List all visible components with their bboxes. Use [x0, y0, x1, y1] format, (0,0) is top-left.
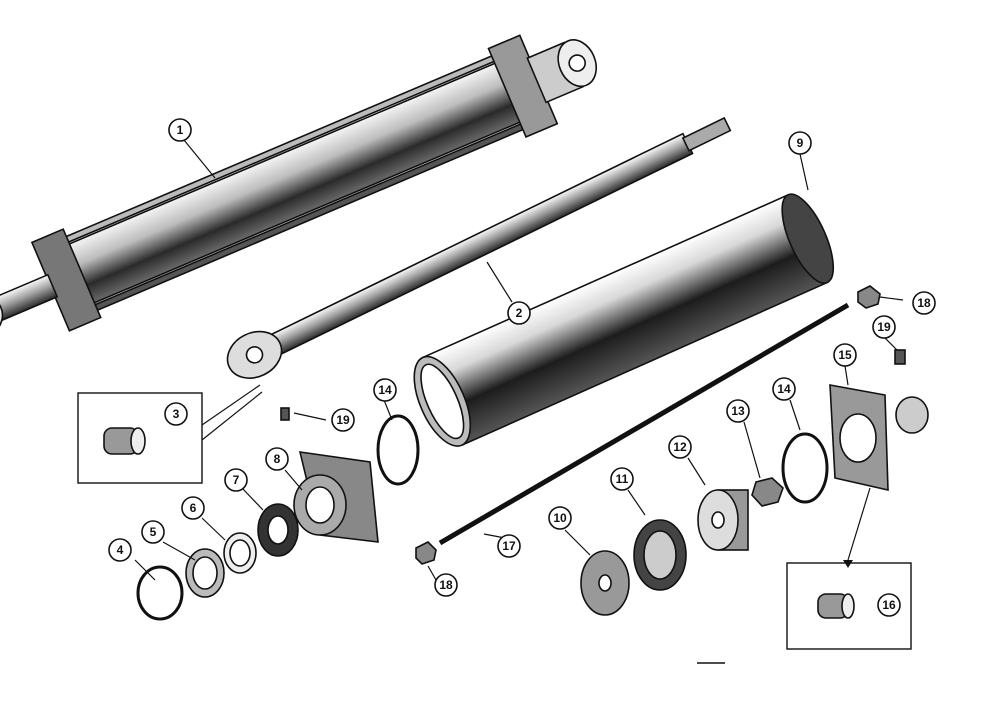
svg-text:18: 18	[917, 296, 931, 310]
svg-text:2: 2	[516, 306, 523, 320]
svg-text:8: 8	[274, 452, 281, 466]
callout-10: 10	[548, 506, 572, 530]
svg-text:3: 3	[173, 407, 180, 421]
callout-6: 6	[181, 496, 205, 520]
bushing-detail-box	[77, 392, 203, 484]
svg-text:17: 17	[502, 539, 516, 553]
piston-nut	[751, 477, 784, 507]
callout-4: 4	[108, 538, 132, 562]
piston-rod	[226, 116, 732, 379]
svg-text:9: 9	[797, 136, 804, 150]
svg-text:7: 7	[233, 473, 240, 487]
grease-fitting-left	[280, 407, 290, 421]
svg-text:12: 12	[673, 440, 687, 454]
svg-text:15: 15	[838, 348, 852, 362]
callout-18-bottom: 18	[434, 573, 458, 597]
svg-text:4: 4	[117, 543, 124, 557]
callout-8: 8	[265, 447, 289, 471]
callout-14-left: 14	[373, 378, 397, 402]
snap-ring	[136, 565, 184, 621]
svg-text:14: 14	[378, 383, 392, 397]
grease-fitting-right	[894, 349, 906, 365]
callout-5: 5	[141, 520, 165, 544]
svg-text:14: 14	[777, 382, 791, 396]
assembled-cylinder	[0, 34, 598, 342]
svg-text:5: 5	[150, 525, 157, 539]
svg-text:19: 19	[877, 320, 891, 334]
callout-18-top: 18	[912, 291, 936, 315]
svg-text:6: 6	[190, 501, 197, 515]
callout-15: 15	[833, 343, 857, 367]
rod-end-head	[293, 451, 379, 543]
tie-rod-nut-bottom	[415, 541, 437, 565]
callout-9: 9	[788, 131, 812, 155]
rod-seal	[257, 503, 299, 557]
svg-text:11: 11	[616, 472, 629, 486]
piston-washer	[580, 550, 630, 616]
callout-13: 13	[726, 399, 750, 423]
callout-7: 7	[224, 468, 248, 492]
callout-19-right: 19	[872, 315, 896, 339]
callout-3: 3	[164, 402, 188, 426]
callout-16: 16	[877, 593, 901, 617]
cap-end-head	[829, 384, 929, 492]
callout-14-right: 14	[772, 377, 796, 401]
piston-seal	[633, 519, 687, 591]
o-ring-left	[376, 414, 420, 486]
svg-text:19: 19	[336, 413, 350, 427]
callout-11: 11	[610, 467, 634, 491]
piston	[697, 489, 749, 551]
callout-12: 12	[668, 435, 692, 459]
callout-17: 17	[497, 534, 521, 558]
svg-text:16: 16	[882, 598, 896, 612]
barrel-tube	[413, 193, 835, 447]
tie-rod-nut-top	[857, 285, 881, 309]
tie-rod	[438, 302, 850, 546]
callout-1: 1	[168, 118, 192, 142]
svg-text:1: 1	[177, 123, 184, 137]
cap-bushing-icon	[817, 593, 855, 619]
svg-text:13: 13	[731, 404, 745, 418]
callout-19-left: 19	[331, 408, 355, 432]
svg-text:10: 10	[553, 511, 567, 525]
bushing-icon	[103, 427, 146, 455]
callout-2: 2	[507, 301, 531, 325]
o-ring-right	[781, 432, 829, 504]
svg-text:18: 18	[439, 578, 453, 592]
